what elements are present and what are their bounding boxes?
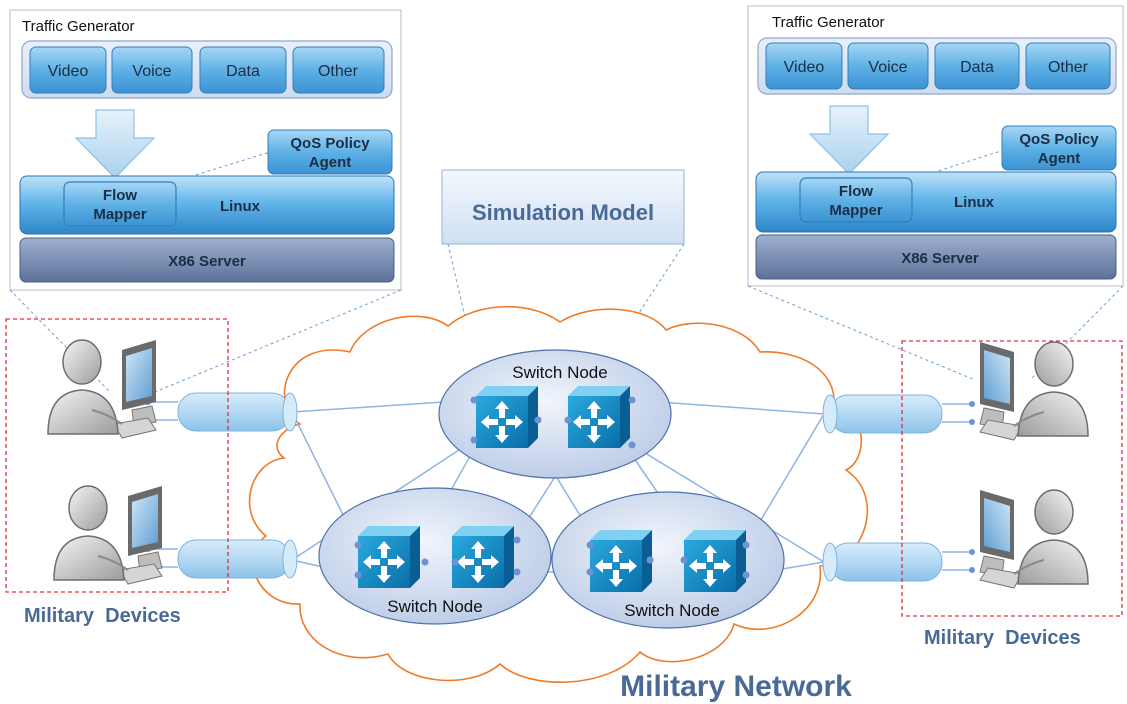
right-qos-label-2: Agent [1038,150,1081,167]
switch-icon [476,386,538,448]
right-flow-mapper: Flow Mapper [799,177,913,223]
left-flow-label-2: Mapper [93,206,147,223]
left-military-devices-label: Military Devices [24,605,181,627]
right-flow-label-1: Flow [839,183,873,200]
switch-node-bottom-right-label: Switch Node [624,601,719,620]
left-traffic-data: Data [199,46,287,94]
right-traffic-voice-label: Voice [868,59,907,76]
right-bottom-cable-tube [822,542,943,582]
right-traffic-other: Other [1025,42,1111,90]
switch-node-bottom-right: Switch Node [551,491,785,629]
switch-icon [452,526,514,588]
switch-icon [358,526,420,588]
left-x86-server-label: X86 Server [168,253,246,270]
switch-node-top-label: Switch Node [512,363,607,382]
left-traffic-other-label: Other [318,63,359,80]
left-x86-server-layer [19,237,395,283]
right-qos-label-1: QoS Policy [1019,131,1099,148]
left-traffic-voice-label: Voice [132,63,171,80]
switch-icon [568,386,630,448]
right-traffic-video: Video [765,42,843,90]
link-endpoints [354,396,750,579]
right-traffic-data-label: Data [960,59,994,76]
left-qos-label-2: Agent [309,154,352,171]
left-bottom-cable-tube [177,539,298,579]
left-system-panel: Traffic Generator Video Voice Data Other… [9,9,402,291]
left-down-arrow-icon [74,109,156,179]
right-qos-policy-agent: QoS Policy Agent [1001,125,1117,171]
left-traffic-video: Video [29,46,107,94]
right-military-devices-label: Military Devices [924,627,1081,649]
left-military-devices [5,318,229,593]
switch-icon [684,530,746,592]
right-x86-server-layer [755,234,1117,280]
left-flow-label-1: Flow [103,187,137,204]
right-traffic-generator-title: Traffic Generator [772,14,885,31]
right-x86-server-label: X86 Server [901,250,979,267]
simulation-model-box: Simulation Model [441,169,685,245]
left-flow-mapper: Flow Mapper [63,181,177,227]
right-devices-boundary [901,340,1123,617]
right-linux-label: Linux [954,194,995,211]
switch-icon [590,530,652,592]
left-traffic-data-label: Data [226,63,260,80]
right-flow-label-2: Mapper [829,202,883,219]
right-down-arrow-icon [808,105,890,175]
right-traffic-other-label: Other [1048,59,1089,76]
left-devices-boundary [5,318,229,593]
right-system-panel: Traffic Generator Video Voice Data Other… [747,5,1124,287]
user-computer-icon [979,341,1089,441]
switch-node-bottom-left: Switch Node [318,487,552,625]
left-top-cable-tube [177,392,298,432]
right-traffic-video-label: Video [784,59,825,76]
left-traffic-generator-title: Traffic Generator [22,18,135,35]
right-traffic-voice: Voice [847,42,929,90]
simulation-model-label: Simulation Model [472,200,654,225]
left-traffic-video-label: Video [48,63,89,80]
right-top-cable-tube [822,394,943,434]
right-traffic-data: Data [934,42,1020,90]
military-network-title: Military Network [620,670,852,703]
left-qos-label-1: QoS Policy [290,135,370,152]
left-qos-policy-agent: QoS Policy Agent [267,129,393,175]
switch-node-bottom-left-label: Switch Node [387,597,482,616]
left-traffic-voice: Voice [111,46,193,94]
user-computer-icon [979,489,1089,589]
left-traffic-other: Other [292,46,385,94]
user-computer-icon [47,339,157,439]
switch-node-top: Switch Node [438,349,672,479]
user-computer-icon [53,485,163,585]
right-military-devices [901,340,1123,617]
left-linux-label: Linux [220,198,261,215]
